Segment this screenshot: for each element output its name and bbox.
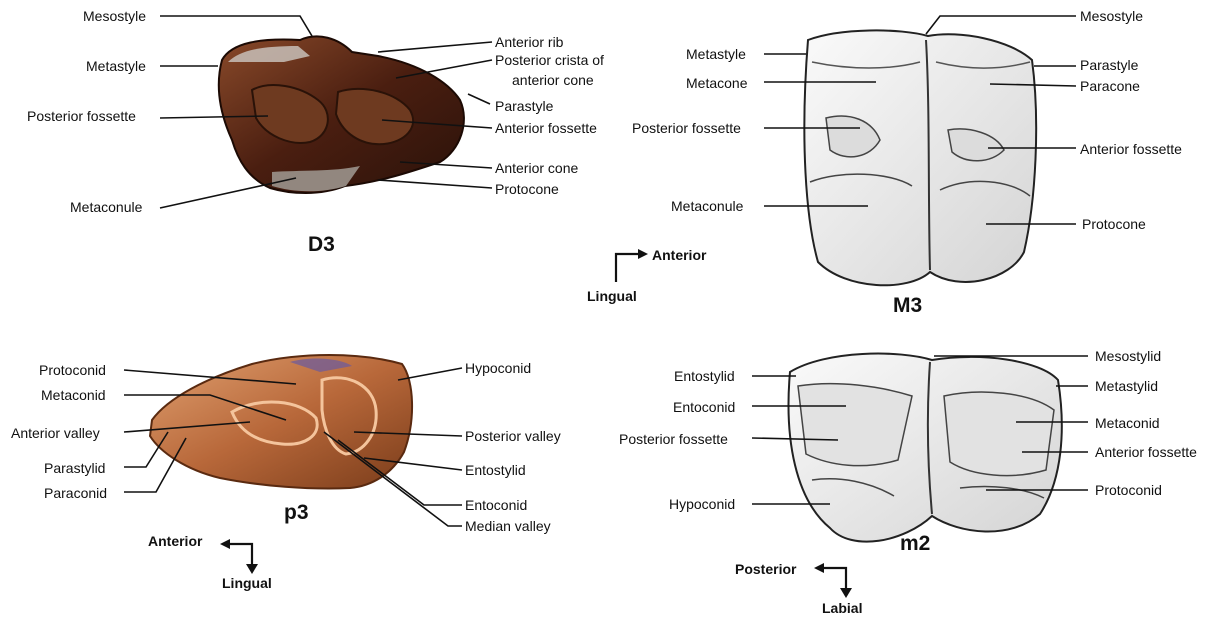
orientation-p3-horizontal: Anterior xyxy=(148,533,202,549)
label-p3-hypoconid: Hypoconid xyxy=(465,360,531,376)
label-m3-anterior-fossette: Anterior fossette xyxy=(1080,141,1182,157)
label-m3-posterior-fossette: Posterior fossette xyxy=(632,120,741,136)
label-m3-metaconule: Metaconule xyxy=(671,198,743,214)
label-p3-protoconid: Protoconid xyxy=(39,362,106,378)
label-p3-entostylid: Entostylid xyxy=(465,462,526,478)
label-m3-paracone: Paracone xyxy=(1080,78,1140,94)
label-p3-anterior-valley: Anterior valley xyxy=(11,425,100,441)
label-m2-protoconid: Protoconid xyxy=(1095,482,1162,498)
orientation-p3-vertical: Lingual xyxy=(222,575,272,591)
label-m2-metaconid: Metaconid xyxy=(1095,415,1160,431)
label-d3-anterior-fossette: Anterior fossette xyxy=(495,120,597,136)
label-m2-posterior-fossette: Posterior fossette xyxy=(619,431,728,447)
label-m2-entoconid: Entoconid xyxy=(673,399,735,415)
label-d3-anterior-rib: Anterior rib xyxy=(495,34,563,50)
label-m3-parastyle: Parastyle xyxy=(1080,57,1138,73)
label-d3-anterior-cone: Anterior cone xyxy=(495,160,578,176)
label-m2-entostylid: Entostylid xyxy=(674,368,735,384)
label-m2-hypoconid: Hypoconid xyxy=(669,496,735,512)
caption-p3: p3 xyxy=(284,501,309,525)
label-p3-paraconid: Paraconid xyxy=(44,485,107,501)
orientation-m2-horizontal: Posterior xyxy=(735,561,796,577)
m3-tooth-drawing xyxy=(804,30,1036,285)
label-d3-posterior-crista-line1: Posterior crista of xyxy=(495,52,604,68)
label-d3-metaconule: Metaconule xyxy=(70,199,142,215)
label-m2-mesostylid: Mesostylid xyxy=(1095,348,1161,364)
label-p3-median-valley: Median valley xyxy=(465,518,551,534)
label-d3-posterior-fossette: Posterior fossette xyxy=(27,108,136,124)
label-d3-protocone: Protocone xyxy=(495,181,559,197)
label-p3-metaconid: Metaconid xyxy=(41,387,106,403)
label-d3-metastyle: Metastyle xyxy=(86,58,146,74)
label-m2-anterior-fossette: Anterior fossette xyxy=(1095,444,1197,460)
caption-d3: D3 xyxy=(308,233,335,257)
label-m2-metastylid: Metastylid xyxy=(1095,378,1158,394)
label-d3-parastyle: Parastyle xyxy=(495,98,553,114)
label-m3-protocone: Protocone xyxy=(1082,216,1146,232)
label-p3-entoconid: Entoconid xyxy=(465,497,527,513)
m2-tooth-drawing xyxy=(789,354,1062,542)
orientation-upper-horizontal: Anterior xyxy=(652,247,706,263)
label-d3-posterior-crista-line2: anterior cone xyxy=(512,72,594,88)
orientation-upper-vertical: Lingual xyxy=(587,288,637,304)
caption-m3: M3 xyxy=(893,294,922,318)
label-p3-parastylid: Parastylid xyxy=(44,460,105,476)
label-m3-metastyle: Metastyle xyxy=(686,46,746,62)
caption-m2: m2 xyxy=(900,532,930,556)
orientation-m2-vertical: Labial xyxy=(822,600,862,616)
label-m3-metacone: Metacone xyxy=(686,75,747,91)
d3-tooth-image xyxy=(219,36,464,193)
label-p3-posterior-valley: Posterior valley xyxy=(465,428,561,444)
label-m3-mesostyle: Mesostyle xyxy=(1080,8,1143,24)
label-d3-mesostyle: Mesostyle xyxy=(83,8,146,24)
